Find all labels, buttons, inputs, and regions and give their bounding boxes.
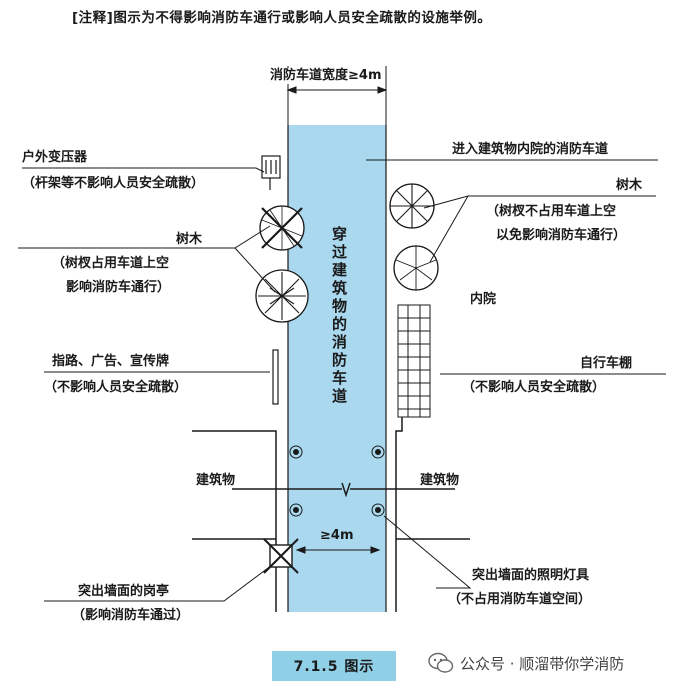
fire-lane [288, 125, 386, 612]
note-text: [注释]图示为不得影响消防车通行或影响人员安全疏散的设施举例。 [72, 10, 492, 26]
road-width-label: 消防车道宽度≥4m [268, 68, 384, 84]
building-right-label: 建筑物 [420, 473, 460, 488]
kiosk-title: 突出墙面的岗亭 [78, 584, 170, 599]
figure-caption: 7.1.5 图示 [272, 651, 396, 681]
transformer-title: 户外变压器 [22, 150, 88, 165]
bike-shed-icon [397, 304, 431, 418]
tree-left-icon [255, 269, 309, 323]
inner-width-dimension [295, 546, 381, 554]
transformer-icon [261, 155, 281, 190]
tree-left-crossed-icon [259, 205, 305, 251]
wechat-icon [428, 652, 454, 673]
road-through-building-label: 穿过建筑物的消防车道 [330, 226, 348, 406]
kiosk-note: （影响消防车通过） [72, 608, 190, 623]
sign-title: 指路、广告、宣传牌 [52, 354, 170, 369]
bike-shed-note: （不影响人员安全疏散） [462, 380, 606, 395]
building-left-label: 建筑物 [196, 473, 236, 488]
wall-lamp-icon [289, 445, 385, 517]
tree-right-note-2: 以免影响消防车通行） [496, 228, 627, 243]
tree-right-note-1: （树杈不占用车道上空 [486, 204, 617, 219]
lamp-title: 突出墙面的照明灯具 [472, 568, 590, 583]
tree-left-note-2: 影响消防车通行） [66, 280, 171, 295]
inner-width-label: ≥4m [320, 528, 354, 543]
leader-lines [18, 159, 666, 602]
courtyard-label: 内院 [470, 292, 497, 307]
tree-right-title: 树木 [616, 178, 643, 193]
tree-left-note-1: （树杈占用车道上空 [52, 256, 170, 271]
lamp-note: （不占用消防车道空间） [448, 592, 592, 607]
watermark: 公众号 · 顺溜带你学消防 [428, 652, 624, 674]
tree-left-title: 树木 [176, 232, 203, 247]
transformer-note: （杆架等不影响人员安全疏散） [22, 176, 205, 191]
watermark-text: 公众号 · 顺溜带你学消防 [460, 654, 625, 673]
bike-shed-title: 自行车棚 [580, 356, 633, 371]
sign-note: （不影响人员安全疏散） [44, 380, 188, 395]
tree-right-icon [389, 183, 439, 291]
signboard-icon [272, 349, 279, 405]
courtyard-road-label: 进入建筑物内院的消防车道 [452, 142, 609, 157]
